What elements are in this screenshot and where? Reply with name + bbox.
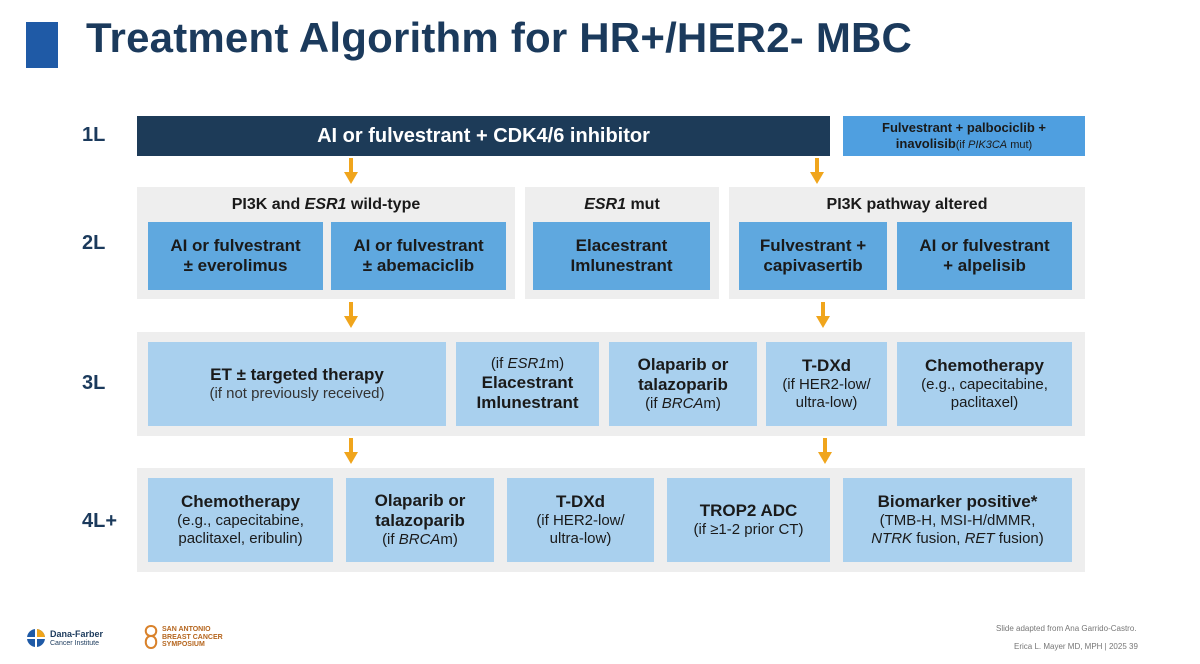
row-label-4l: 4L+: [82, 510, 118, 532]
arrow-down-icon: [344, 438, 358, 464]
inavolisib-box-line2: inavolisib(if PIK3CA mut): [895, 135, 1033, 151]
inavolisib-box-line1: Fulvestrant + palbociclib +: [882, 119, 1046, 135]
arrow-down-icon: [816, 302, 830, 328]
box-tdxd-3l: T-DXd (if HER2-low/ ultra-low): [766, 342, 887, 426]
box-everolimus: AI or fulvestrant± everolimus: [148, 222, 323, 290]
page-title: Treatment Algorithm for HR+/HER2- MBC: [86, 14, 913, 61]
box-tdxd-4l: T-DXd (if HER2-low/ ultra-low): [507, 478, 654, 562]
group-label-pi3k-altered: PI3K pathway altered: [826, 196, 988, 213]
title-accent-bar: [26, 22, 58, 68]
box-et-targeted-therapy: ET ± targeted therapy (if not previously…: [148, 342, 446, 426]
row-label-3l: 3L: [82, 372, 106, 394]
box-chemotherapy-4l: Chemotherapy (e.g., capecitabine, paclit…: [148, 478, 333, 562]
box-abemaciclib: AI or fulvestrant± abemaciclib: [331, 222, 506, 290]
first-line-main-box: AI or fulvestrant + CDK4/6 inhibitor: [137, 116, 830, 156]
dana-farber-logo-icon: [27, 629, 45, 647]
box-olaparib-talazoparib-4l: Olaparib or talazoparib (if BRCAm): [346, 478, 494, 562]
dana-farber-logo-text: Dana-Farber Cancer Institute: [50, 629, 104, 647]
box-chemotherapy-3l: Chemotherapy (e.g., capecitabine, paclit…: [897, 342, 1072, 426]
author-page-number: Erica L. Mayer MD, MPH | 2025 39: [1014, 642, 1138, 651]
first-line-inavolisib-box: Fulvestrant + palbociclib + inavolisib(i…: [843, 116, 1085, 156]
box-olaparib-talazoparib-3l: Olaparib or talazoparib (if BRCAm): [609, 342, 757, 426]
sabcs-logo-text: SAN ANTONIO BREAST CANCER SYMPOSIUM: [162, 626, 223, 649]
group-label-wildtype: PI3K and ESR1 wild-type: [231, 196, 421, 213]
arrow-down-icon: [344, 302, 358, 328]
arrow-down-icon: [810, 158, 824, 184]
box-capivasertib: Fulvestrant +capivasertib: [739, 222, 887, 290]
source-attribution: Slide adapted from Ana Garrido-Castro.: [996, 624, 1137, 633]
box-esr1m-elacestrant: (if ESR1m) Elacestrant Imlunestrant: [456, 342, 599, 426]
arrow-down-icon: [818, 438, 832, 464]
box-biomarker-positive: Biomarker positive* (TMB-H, MSI-H/dMMR, …: [843, 478, 1072, 562]
row-label-2l: 2L: [82, 232, 106, 254]
box-alpelisib: AI or fulvestrant+ alpelisib: [897, 222, 1072, 290]
arrow-down-icon: [344, 158, 358, 184]
sabcs-logo-icon: [144, 624, 158, 650]
group-label-esr1-mut: ESR1 mut: [584, 196, 660, 213]
box-trop2-adc: TROP2 ADC (if ≥1-2 prior CT): [667, 478, 830, 562]
row-label-1l: 1L: [82, 124, 106, 146]
